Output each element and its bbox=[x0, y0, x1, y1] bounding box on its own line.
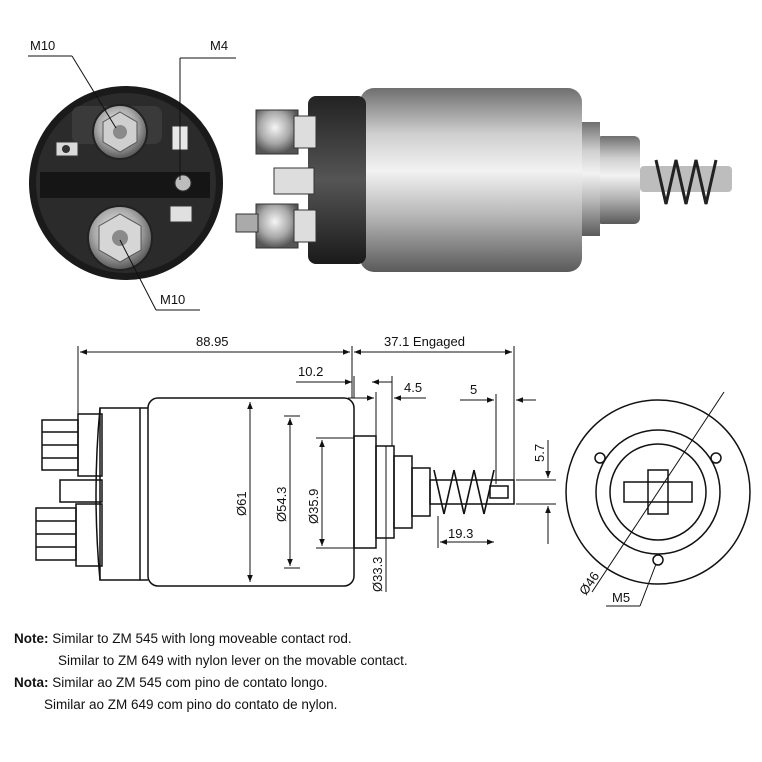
side-view-photo bbox=[235, 88, 732, 272]
note-pt-text2: Similar ao ZM 649 com pino do contato de… bbox=[44, 697, 338, 712]
dim-19-3: 19.3 bbox=[437, 516, 494, 548]
m10-bottom-label: M10 bbox=[160, 292, 185, 307]
note-en-line2: Similar to ZM 649 with nylon lever on th… bbox=[14, 650, 754, 672]
m5-callout: M5 bbox=[606, 563, 657, 607]
dim-diameter-33-3: Ø33.3 bbox=[370, 446, 387, 592]
dim-dia-33-3: Ø33.3 bbox=[370, 557, 385, 592]
note-pt-line1: Nota: Similar ao ZM 545 com pino de cont… bbox=[14, 672, 754, 694]
dim-10-2-text: 10.2 bbox=[298, 364, 323, 379]
dim-diameter-61: Ø61 bbox=[234, 402, 253, 582]
m10-bottom-callout: M10 bbox=[119, 239, 200, 311]
dim-dia-61: Ø61 bbox=[234, 491, 249, 516]
note-en-text1: Similar to ZM 545 with long moveable con… bbox=[52, 631, 352, 646]
dim-10-2: 10.2 bbox=[296, 364, 393, 446]
dim-dia-35-9: Ø35.9 bbox=[306, 489, 321, 524]
dim-diameter-35-9: Ø35.9 bbox=[306, 437, 354, 549]
m4-label: M4 bbox=[210, 38, 228, 53]
dim-overall-length: 88.95 bbox=[77, 334, 353, 416]
note-en-label: Note: bbox=[14, 631, 49, 646]
dim-5-7-text: 5.7 bbox=[532, 444, 547, 462]
dim-dia-54-3: Ø54.3 bbox=[274, 487, 289, 522]
side-view-drawing bbox=[35, 397, 515, 587]
m5-label: M5 bbox=[612, 590, 630, 605]
note-pt-text1: Similar ao ZM 545 com pino de contato lo… bbox=[52, 675, 328, 690]
notes-block: Note: Similar to ZM 545 with long moveab… bbox=[14, 628, 754, 716]
end-view-drawing bbox=[565, 391, 751, 593]
note-pt-line2: Similar ao ZM 649 com pino do contato de… bbox=[14, 694, 754, 716]
m4-callout: M4 bbox=[179, 38, 236, 180]
dim-engaged: 37.1 Engaged bbox=[354, 334, 515, 480]
dim-4-5: 4.5 bbox=[348, 380, 426, 436]
dim-4-5-text: 4.5 bbox=[404, 380, 422, 395]
dim-19-3-text: 19.3 bbox=[448, 526, 473, 541]
dim-5: 5 bbox=[460, 382, 536, 484]
dim-5-7: 5.7 bbox=[516, 440, 556, 544]
m10-top-label: M10 bbox=[30, 38, 55, 53]
note-pt-label: Nota: bbox=[14, 675, 49, 690]
note-en-line1: Note: Similar to ZM 545 with long moveab… bbox=[14, 628, 754, 650]
note-en-text2: Similar to ZM 649 with nylon lever on th… bbox=[58, 653, 408, 668]
m10-top-callout: M10 bbox=[28, 38, 117, 129]
dim-diameter-54-3: Ø54.3 bbox=[274, 415, 300, 569]
dim-88-95: 88.95 bbox=[196, 334, 229, 349]
dim-37-1-engaged: 37.1 Engaged bbox=[384, 334, 465, 349]
dim-5-text: 5 bbox=[470, 382, 477, 397]
